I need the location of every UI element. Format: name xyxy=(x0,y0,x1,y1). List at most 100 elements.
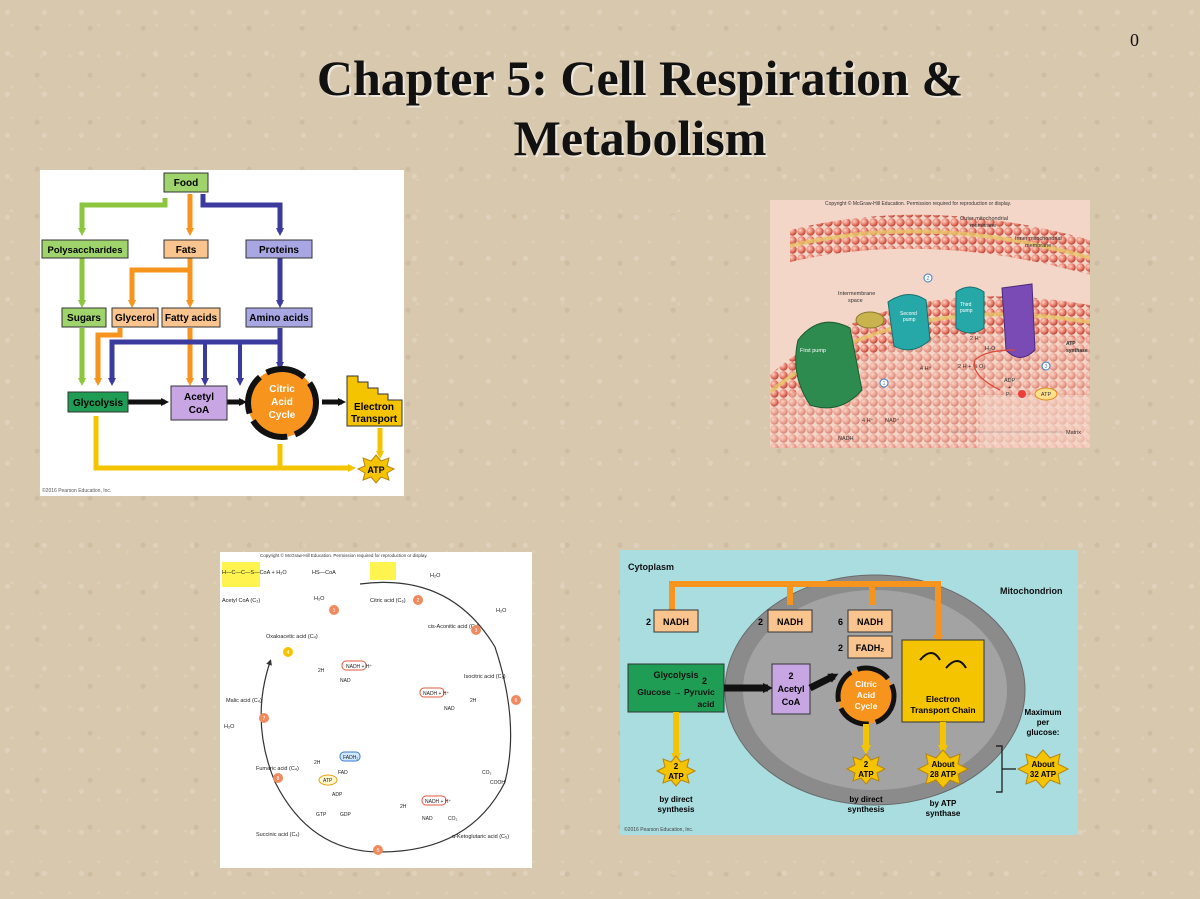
glycolysis-2-label: 2 xyxy=(702,676,707,686)
nadh-label: NADH xyxy=(838,436,854,442)
max-label-1: Maximum xyxy=(1025,708,1062,717)
first-pump-label: First pump xyxy=(800,348,826,354)
acid-label: acid xyxy=(697,699,714,709)
nadh-h-c-label: NADH + H⁺ xyxy=(425,799,451,805)
outer-membrane-label-2: membrane xyxy=(970,223,996,229)
third-pump-label-2: pump xyxy=(960,308,973,314)
atp-label: ATP xyxy=(323,778,333,784)
h2o-b-label: H₂O xyxy=(430,573,441,579)
cycle-path xyxy=(260,581,512,853)
slide-title: Chapter 5: Cell Respiration & Metabolism xyxy=(316,50,964,166)
malic-label: Malic acid (C₄) xyxy=(226,698,262,704)
oxaloacetic-label: Oxaloacetic acid (C₄) xyxy=(266,634,318,640)
sugars-label: Sugars xyxy=(67,313,101,324)
atp-2b-count: 2 xyxy=(864,760,869,769)
nadh-h-b-label: NADH + H⁺ xyxy=(423,691,449,697)
atp-32-label: 32 ATP xyxy=(1030,770,1057,779)
third-pump-protein xyxy=(955,286,985,334)
atp-32-about: About xyxy=(1031,760,1054,769)
cycle-label-3: Cycle xyxy=(855,701,878,711)
transport-label: Transport xyxy=(351,414,398,425)
nadh-1-count: 2 xyxy=(646,617,651,627)
nad-a-label: NAD xyxy=(340,678,351,684)
food-label: Food xyxy=(174,178,198,189)
copyright-text: Copyright © McGraw-Hill Education. Permi… xyxy=(260,552,428,558)
nadh-2-label: NADH xyxy=(777,617,803,627)
fad-label: FAD xyxy=(338,770,348,776)
atp-label: ATP xyxy=(367,465,384,475)
nadh-3-label: NADH xyxy=(857,617,883,627)
direct-synthesis-a-1: by direct xyxy=(659,795,693,804)
atp-synthase-2: synthase xyxy=(926,809,961,818)
adp-label: ADP xyxy=(1004,378,1016,384)
step-1-marker: 1 xyxy=(333,608,336,614)
acetyl-count: 2 xyxy=(788,671,793,681)
acetyl-label: Acetyl xyxy=(777,684,804,694)
fats-label: Fats xyxy=(176,245,197,256)
intermembrane-label-1: Intermembrane xyxy=(838,291,875,297)
outer-membrane-band xyxy=(790,214,1090,275)
third-pump-label-1: Third xyxy=(960,302,972,308)
twoh-a-label: 2H xyxy=(318,668,325,674)
atp-burst xyxy=(356,454,396,484)
direct-synthesis-a-2: synthesis xyxy=(658,805,695,814)
step-7-marker: 7 xyxy=(263,716,266,722)
second-pump-protein xyxy=(887,294,931,351)
step-6-marker: 6 xyxy=(515,698,518,704)
max-label-2: per xyxy=(1037,718,1049,727)
second-pump-label-2: pump xyxy=(903,317,916,323)
direct-synthesis-b-1: by direct xyxy=(849,795,883,804)
polysaccharides-label: Polysaccharides xyxy=(48,245,123,256)
atp-28-about: About xyxy=(931,760,954,769)
fadh2-count: 2 xyxy=(838,643,843,653)
cycle-label-2: Acid xyxy=(271,397,293,408)
h2o-c-label: H₂O xyxy=(496,608,507,614)
citric-acid-cycle-circle xyxy=(245,366,319,440)
plus-label: + xyxy=(1008,385,1011,391)
acetyl-coa-label: Acetyl CoA (C₂) xyxy=(222,598,260,604)
co2-a-label: CO₂ xyxy=(482,770,492,776)
second-pump-label-1: Second xyxy=(900,311,917,317)
max-label-3: glucose: xyxy=(1027,728,1060,737)
atp-yield-diagram: Mitochondrion Cytoplasm NADH 2 NADH 2 NA… xyxy=(620,550,1078,835)
citric-acid-label: Citric acid (C₆) xyxy=(370,598,406,604)
cycle-label-3: Cycle xyxy=(269,410,296,421)
glucose-pyruvic-label: Glucose → Pyruvic xyxy=(637,687,715,697)
pi-label: Pᵢ xyxy=(1006,392,1011,398)
gtp-label: GTP xyxy=(316,812,327,818)
mitochondrion-label: Mitochondrion xyxy=(1000,586,1063,596)
h2o-d-label: H₂O xyxy=(224,724,235,730)
proteins-label: Proteins xyxy=(259,245,299,256)
cytoplasm-label: Cytoplasm xyxy=(628,562,674,572)
direct-synthesis-b-2: synthesis xyxy=(848,805,885,814)
h2o-a-label: H₂O xyxy=(314,596,325,602)
adp-label: ADP xyxy=(332,792,343,798)
step-1-marker: 1 xyxy=(883,381,886,387)
gdp-label: GDP xyxy=(340,812,352,818)
first-pump-protein xyxy=(795,321,863,409)
atp-2b-label: ATP xyxy=(858,770,874,779)
atp-synthase-protein xyxy=(1001,283,1036,358)
nadh-h-a-label: NADH + H⁺ xyxy=(346,664,372,670)
ketoglutaric-label: α-Ketoglutaric acid (C₅) xyxy=(452,834,509,840)
copyright-text: ©2016 Pearson Education, Inc. xyxy=(42,487,111,494)
krebs-cycle-diagram: Copyright © McGraw-Hill Education. Permi… xyxy=(220,552,532,868)
mitochondrial-membrane-illustration: Copyright © McGraw-Hill Education. Permi… xyxy=(770,200,1090,448)
h2o-label: H₂O xyxy=(985,346,996,352)
inner-membrane-label-2: membrane xyxy=(1025,243,1051,249)
cycle-label-1: Citric xyxy=(269,384,295,395)
cycle-label-2: Acid xyxy=(857,690,875,700)
acetyl-label: Acetyl xyxy=(184,392,214,403)
step-5-marker: 5 xyxy=(377,848,380,854)
step-3-marker: 3 xyxy=(1045,364,1048,370)
nadh-3-count: 6 xyxy=(838,617,843,627)
four-h-label-b: 4 H⁺ xyxy=(920,365,932,372)
nad-plus-label: NAD⁺ xyxy=(885,417,900,424)
atp-2a-count: 2 xyxy=(674,762,679,771)
atp-synthase-label-1: ATP xyxy=(1066,341,1076,347)
amino-acids-label: Amino acids xyxy=(249,313,309,324)
electron-label: Electron xyxy=(354,402,394,413)
fadh2-label: FADH₂ xyxy=(856,643,885,653)
nadh-1-label: NADH xyxy=(663,617,689,627)
outer-membrane-label-1: Outer mitochondrial xyxy=(960,216,1008,222)
